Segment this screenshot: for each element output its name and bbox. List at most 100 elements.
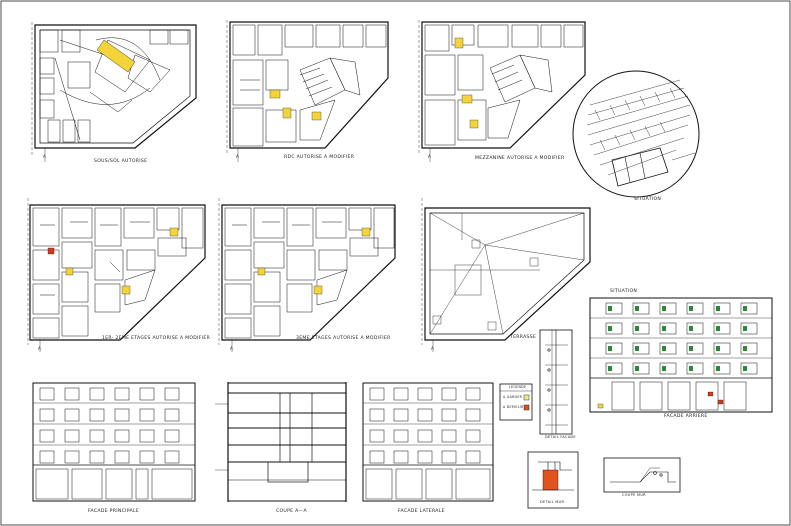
window-glazing xyxy=(635,346,639,351)
facade-window xyxy=(740,362,758,375)
facade-window xyxy=(114,408,130,422)
axis-label-5: A xyxy=(230,346,234,351)
facade-window xyxy=(393,450,409,464)
label-situation: SITUATION xyxy=(610,289,638,294)
facade-window xyxy=(686,302,704,315)
facade-window xyxy=(632,362,650,375)
label-coupe: COUPE A—A xyxy=(276,509,307,514)
window-glazing xyxy=(689,346,693,351)
window-glazing xyxy=(689,326,693,331)
plan-sous-sol xyxy=(31,22,197,155)
facade-window xyxy=(632,342,650,355)
detail-mur xyxy=(527,451,579,509)
window-glazing xyxy=(662,346,666,351)
facade-window xyxy=(39,450,55,464)
coupe-a-a xyxy=(215,382,347,502)
facade-window xyxy=(713,322,731,335)
axis-label-4: A xyxy=(38,346,42,351)
label-coupe-mur: COUPE MUR xyxy=(622,493,646,497)
label-facade-laterale: FACADE LATERALE xyxy=(398,509,445,514)
facade-window xyxy=(164,450,180,464)
facade-window xyxy=(686,362,704,375)
axis-label-3: A xyxy=(428,154,432,159)
facade-window xyxy=(465,450,481,464)
facade-window xyxy=(659,302,677,315)
facade-window xyxy=(659,362,677,375)
window-glazing xyxy=(608,346,612,351)
window-glazing xyxy=(662,306,666,311)
facade-window xyxy=(441,429,457,443)
window-glazing xyxy=(743,306,747,311)
facade-window xyxy=(605,362,623,375)
facade-principale xyxy=(32,382,196,502)
facade-window xyxy=(659,342,677,355)
facade-window xyxy=(114,450,130,464)
facade-laterale xyxy=(362,382,494,502)
label-etage-3: 3EME ETAGES AUTORISE A MODIFIER xyxy=(296,336,391,341)
facade-window xyxy=(713,342,731,355)
window-glazing xyxy=(689,306,693,311)
facade-window xyxy=(89,387,105,401)
window-glazing xyxy=(662,326,666,331)
legend-label-garder: A GARDER xyxy=(503,395,523,399)
plan-etages-1-2 xyxy=(27,198,206,345)
window-glazing xyxy=(716,366,720,371)
facade-window xyxy=(393,387,409,401)
facade-window xyxy=(369,429,385,443)
plan-rdc xyxy=(226,20,389,155)
facade-window xyxy=(64,387,80,401)
facade-window xyxy=(89,408,105,422)
window-glazing xyxy=(635,306,639,311)
facade-window xyxy=(740,342,758,355)
window-glazing xyxy=(662,366,666,371)
facade-window xyxy=(393,429,409,443)
label-detail-facade: DETAIL FACADE xyxy=(545,435,576,439)
facade-window xyxy=(139,450,155,464)
facade-window xyxy=(417,387,433,401)
window-glazing xyxy=(608,306,612,311)
facade-window xyxy=(632,302,650,315)
facade-window xyxy=(39,408,55,422)
detail-facade xyxy=(539,329,573,435)
facade-window xyxy=(605,342,623,355)
window-glazing xyxy=(608,366,612,371)
facade-window xyxy=(64,450,80,464)
window-glazing xyxy=(743,326,747,331)
window-glazing xyxy=(608,326,612,331)
window-glazing xyxy=(716,306,720,311)
label-terrasse: TERRASSE xyxy=(510,335,537,340)
facade-window xyxy=(417,429,433,443)
facade-window xyxy=(713,302,731,315)
facade-window xyxy=(740,302,758,315)
plan-terrasse xyxy=(421,198,591,345)
label-mezzanine: MEZZANINE AUTORISE A MODIFIER xyxy=(475,156,565,161)
axis-label-6: A xyxy=(431,346,435,351)
legend-swatch-garder xyxy=(523,394,530,401)
facade-window xyxy=(441,408,457,422)
facade-window xyxy=(686,322,704,335)
label-detail-mur: DETAIL MUR xyxy=(540,500,565,504)
facade-window xyxy=(605,302,623,315)
label-sous-sol: SOUS/SOL AUTORISE xyxy=(94,159,148,164)
facade-window xyxy=(89,450,105,464)
window-glazing xyxy=(716,346,720,351)
facade-window xyxy=(164,429,180,443)
plan-mezzanine xyxy=(418,20,586,155)
facade-window xyxy=(740,322,758,335)
facade-arriere xyxy=(589,297,773,413)
label-rdc: RDC AUTORISE A MODIFIER xyxy=(284,155,355,160)
facade-window xyxy=(605,322,623,335)
legend-swatch-demolir xyxy=(523,404,530,411)
facade-window xyxy=(369,450,385,464)
facade-window xyxy=(114,429,130,443)
axis-label-1: A xyxy=(43,154,47,159)
label-etages-1-2: 1ER- 2EME ETAGES AUTORISE A MODIFIER xyxy=(102,336,211,341)
legend-label-demolir: A DEMOLIR xyxy=(503,405,524,409)
plan-situation-round xyxy=(572,70,700,198)
facade-window xyxy=(417,408,433,422)
axis-markers xyxy=(39,148,434,352)
facade-window xyxy=(89,429,105,443)
facade-window xyxy=(39,387,55,401)
